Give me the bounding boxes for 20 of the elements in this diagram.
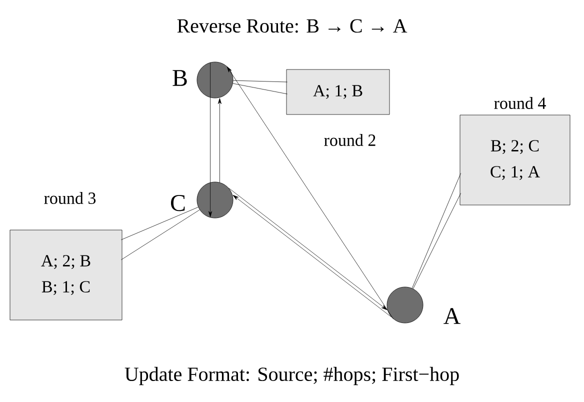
arrow: [226, 66, 394, 320]
round-label: round 4: [494, 97, 546, 109]
callout-tail: [412, 173, 461, 289]
text-box: B; 2; C C; 1; A: [460, 114, 570, 206]
node-letter: B: [172, 70, 187, 86]
text-box: A; 1; B: [286, 69, 390, 115]
title: Reverse Route: B → C → A: [177, 19, 408, 33]
text-box: A; 2; B B; 1; C: [10, 230, 122, 320]
callout-tail: [121, 206, 200, 260]
circle-node: [196, 182, 234, 218]
node-letter: A: [444, 308, 460, 324]
circle-node: [386, 286, 424, 324]
caption: Update Format: Source; #hops; First−hop: [124, 366, 459, 386]
arrow: [208, 62, 212, 218]
round-label: round 3: [44, 192, 96, 204]
circle-node: [196, 62, 234, 98]
round-label: round 2: [324, 134, 376, 146]
arrow: [218, 98, 222, 183]
callout-tail: [232, 80, 288, 94]
node-letter: C: [170, 194, 185, 212]
